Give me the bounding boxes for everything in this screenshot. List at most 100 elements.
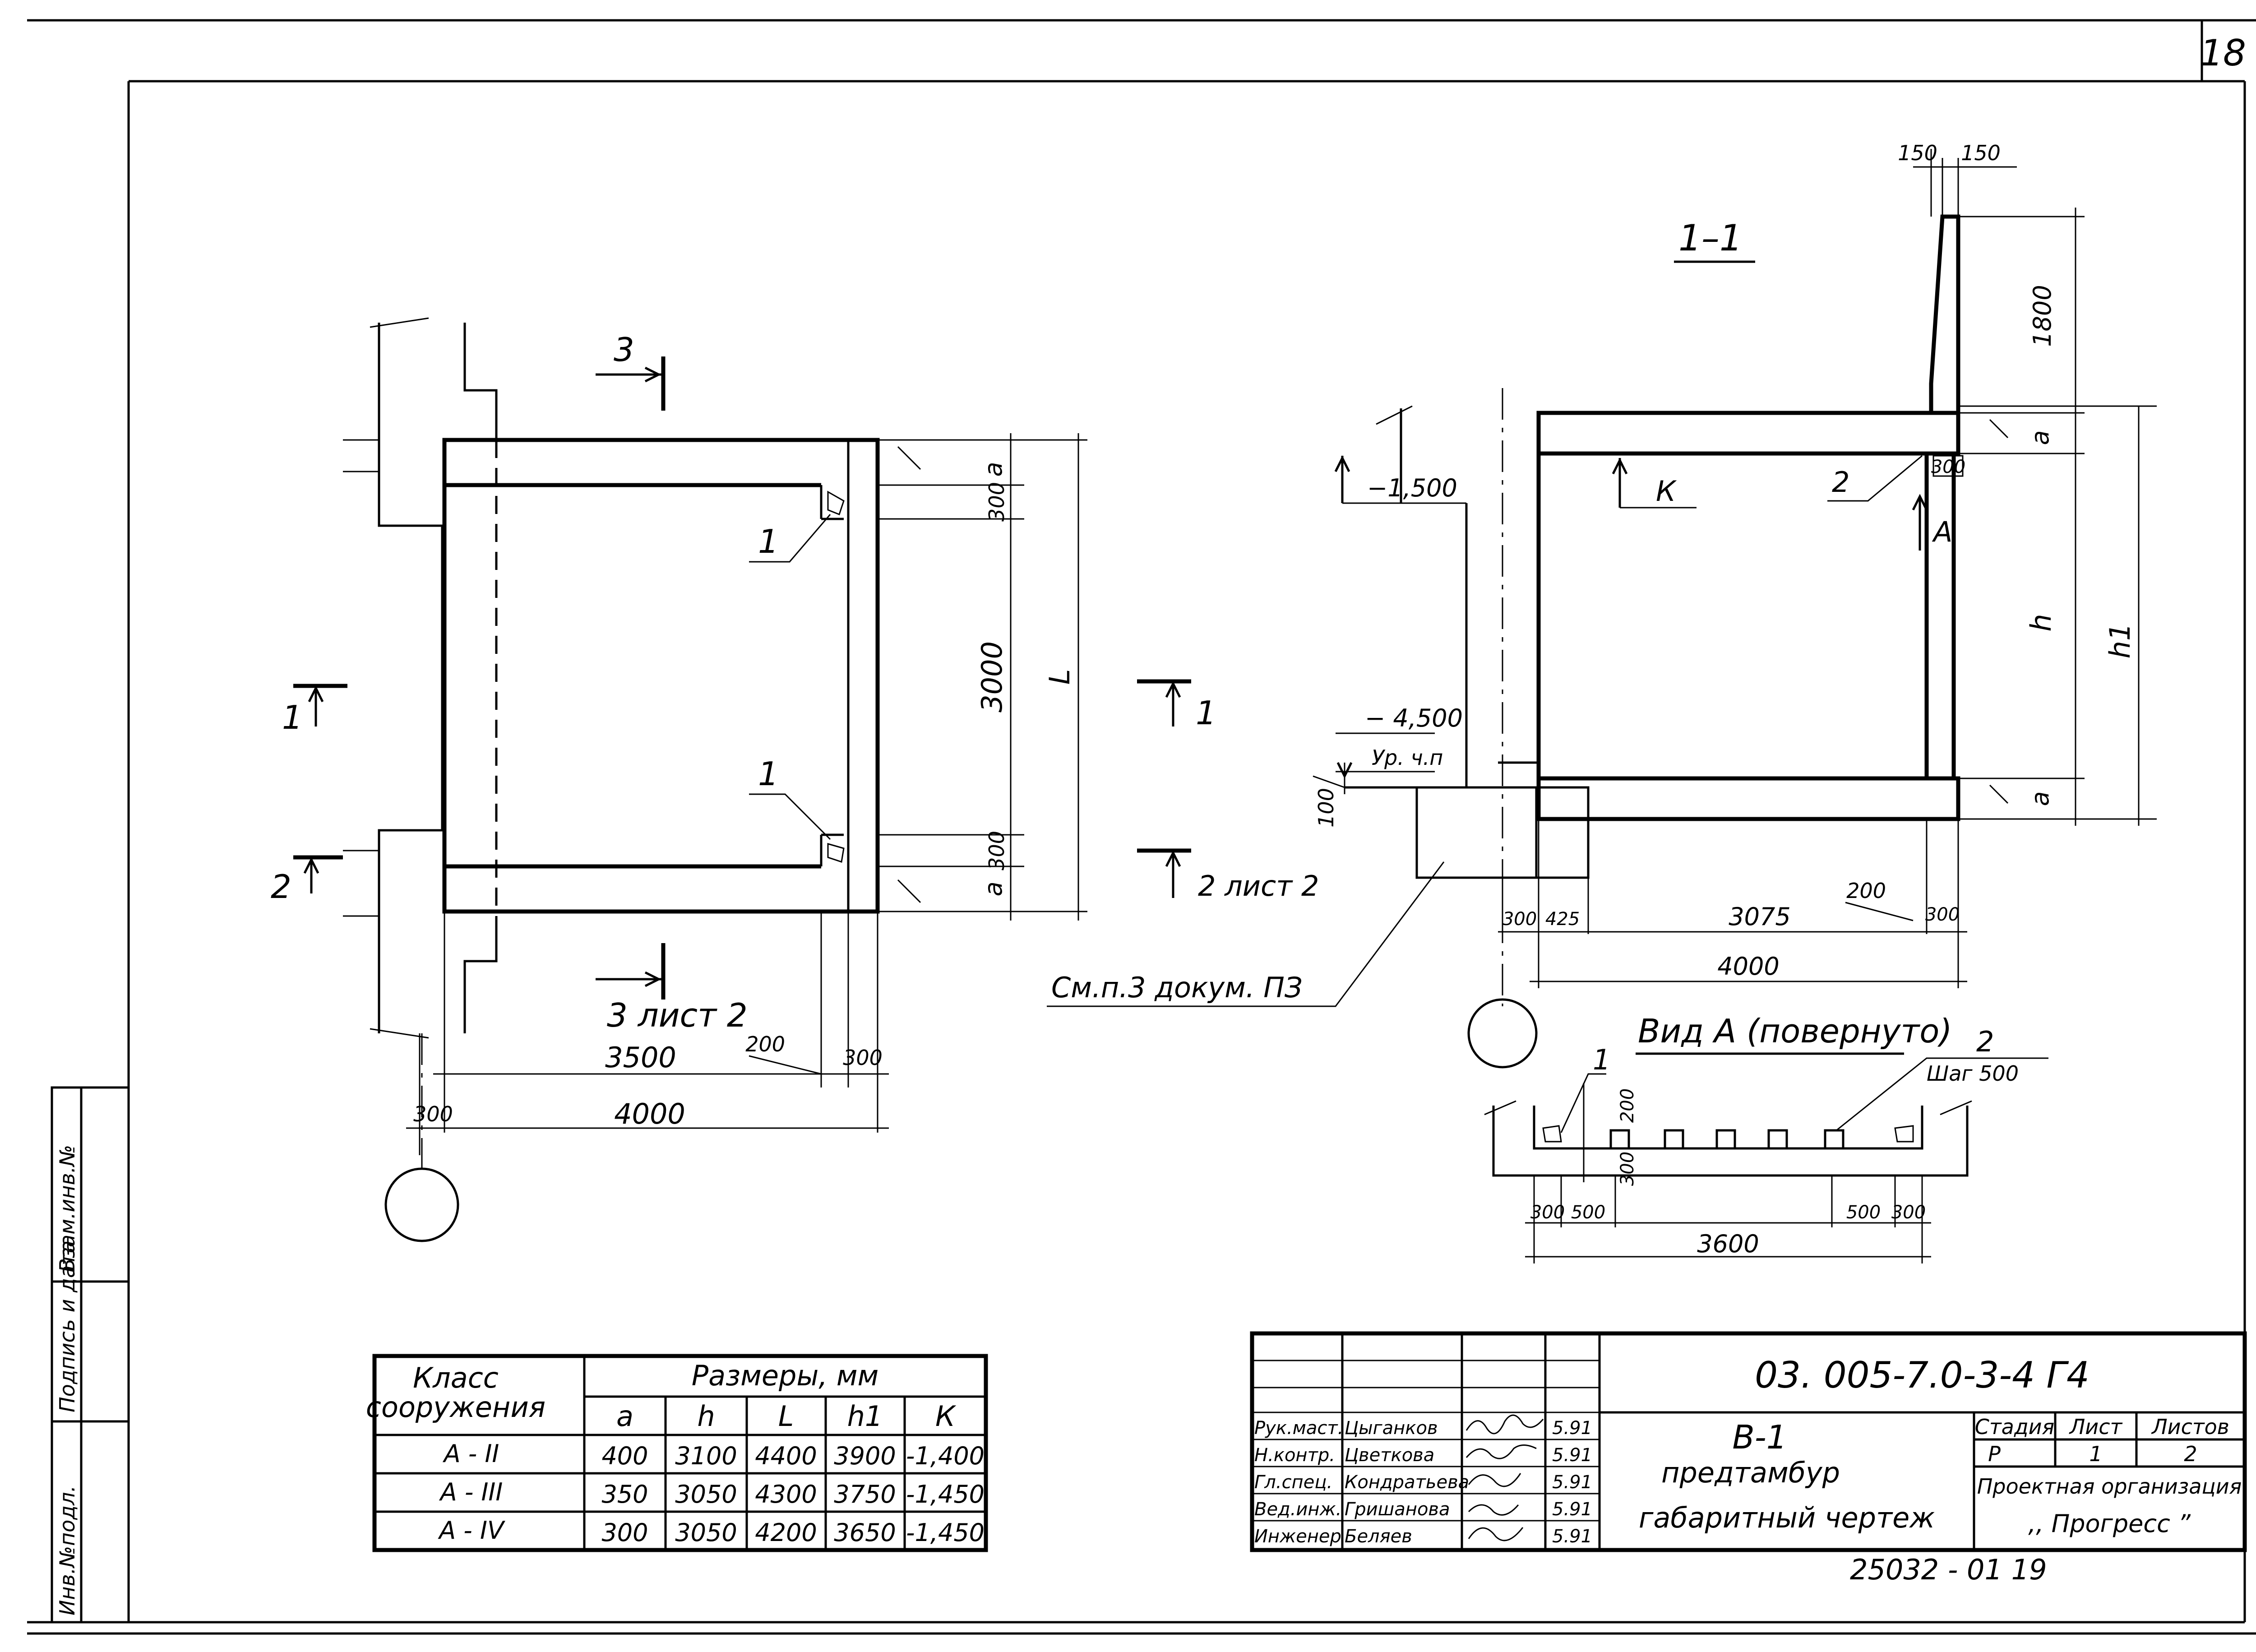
section-dim-300-right: 300 — [1925, 904, 1960, 925]
view-A-marker: A — [1932, 515, 1952, 548]
marker-K: К — [1656, 475, 1677, 508]
section-dim-4000: 4000 — [1717, 952, 1779, 981]
section-axis-bubble — [1467, 998, 1538, 1069]
signer-date: 5.91 — [1552, 1418, 1592, 1439]
item-name-line2: габаритный чертеж — [1639, 1501, 1935, 1534]
view-a-dim-3600: 3600 — [1697, 1230, 1759, 1258]
section-callout-2: 2 — [1832, 466, 1849, 499]
section-dim-a-bottom: a — [2026, 791, 2054, 806]
view-a-title: Вид А (повернуто) — [1638, 1012, 1952, 1050]
view-a-dim-300-vert: 300 — [1617, 1152, 1638, 1186]
section-dim-200: 200 — [1846, 879, 1886, 903]
stage-value: Р — [1988, 1442, 2001, 1466]
level-floor-note: Ур. ч.п — [1372, 745, 1443, 770]
view-a-mark-left — [1542, 1125, 1562, 1143]
anchor-box-2 — [1664, 1129, 1684, 1150]
anchor-box-4 — [1767, 1129, 1788, 1150]
margin-stamp: Инв.№подл. Подпись и дата Взам.инв.№ — [51, 1086, 130, 1624]
table-header-h: h — [697, 1400, 715, 1433]
section-dim-300: 300 — [1502, 909, 1537, 930]
signer-name: Беляев — [1345, 1526, 1412, 1547]
section-view: 1–1 150 150 1800 a — [1047, 141, 2157, 1069]
plan-dim-300-top: 300 — [985, 482, 1009, 522]
section-3-top-label: 3 — [614, 331, 634, 369]
signer-date: 5.91 — [1552, 1526, 1592, 1547]
table-row-class: А - IV — [438, 1516, 506, 1545]
plan-dim-300-right: 300 — [843, 1046, 883, 1070]
section-dim-3075: 3075 — [1729, 902, 1790, 931]
table-header-K: К — [935, 1400, 957, 1433]
signature-scribble — [1468, 1527, 1524, 1541]
dim-150-left: 150 — [1898, 141, 1937, 165]
table-cell: -1,400 — [906, 1442, 985, 1470]
callout-1-bottom-label: 1 — [758, 755, 779, 793]
signature-scribble — [1468, 1473, 1521, 1487]
signer-name: Цыганков — [1345, 1418, 1438, 1439]
table-cell: 3100 — [675, 1442, 737, 1470]
table-cell: 300 — [601, 1518, 648, 1547]
stamp-signature-date: Подпись и дата — [55, 1240, 79, 1412]
table-col-sizes: Размеры, мм — [692, 1359, 879, 1392]
view-a: Вид А (повернуто) 1 2 Шаг 500 200 300 30… — [1484, 1012, 2048, 1263]
plan-dim-a-bottom: a — [979, 881, 1008, 896]
grid-axis-bubble — [384, 1167, 459, 1242]
table-cell: 3050 — [675, 1480, 737, 1509]
section-1-left-label: 1 — [282, 699, 303, 736]
plan-dim-200: 200 — [745, 1032, 785, 1056]
table-cell: 4200 — [755, 1518, 817, 1547]
sheets-header: Листов — [2151, 1415, 2229, 1439]
signer-role: Гл.спец. — [1254, 1472, 1332, 1493]
stamp-inv-no: Инв.№подл. — [55, 1485, 79, 1615]
plan-dim-3000: 3000 — [975, 641, 1008, 713]
table-row-class: А - II — [443, 1439, 499, 1468]
section-dim-300-top: 300 — [1931, 457, 1965, 477]
signer-name: Гришанова — [1345, 1499, 1450, 1520]
section-dim-a-top: a — [2026, 430, 2054, 445]
view-a-dim-300-left: 300 — [1530, 1202, 1565, 1223]
view-a-dim-500-right: 500 — [1846, 1202, 1881, 1223]
signature-scribble — [1465, 1444, 1537, 1459]
table-cell: 4300 — [755, 1480, 817, 1509]
view-a-dim-300-right: 300 — [1891, 1202, 1926, 1223]
signer-name: Кондратьева — [1345, 1472, 1469, 1493]
callout-1-top-label: 1 — [758, 523, 779, 560]
table-row-class: А - III — [439, 1478, 503, 1506]
table-cell: -1,450 — [906, 1480, 985, 1509]
anchor-box-1 — [1609, 1129, 1630, 1150]
element-1-top-mark — [827, 491, 845, 515]
section-2-label: 2 — [271, 868, 291, 906]
view-a-callout-2: 2 — [1976, 1025, 1994, 1058]
plan-dim-a-top: a — [979, 462, 1008, 477]
title-block: Рук.маст. Цыганков 5.91 Н.контр. Цветков… — [1250, 1331, 2247, 1586]
level-floor: − 4,500 — [1365, 704, 1463, 732]
item-code: В-1 — [1732, 1418, 1787, 1456]
signature-scribble — [1465, 1414, 1544, 1435]
table-cell: -1,450 — [906, 1518, 985, 1547]
table-header-L: L — [778, 1400, 794, 1433]
doc-code: 03. 005-7.0-3-4 Г4 — [1755, 1354, 2090, 1396]
element-1-bottom-mark — [827, 843, 845, 863]
archive-number: 25032 - 01 19 — [1850, 1553, 2047, 1586]
signer-date: 5.91 — [1552, 1445, 1592, 1466]
table-cell: 3050 — [675, 1518, 737, 1547]
dim-h1: h1 — [2103, 623, 2136, 659]
section-3-bottom-label: 3 лист 2 — [607, 996, 748, 1034]
sheet-corner-number: 18 — [2200, 32, 2246, 74]
section-1-right-label: 1 — [1196, 694, 1216, 732]
signer-role: Рук.маст. — [1254, 1418, 1343, 1439]
sizes-table: Класс сооружения Размеры, мм a h L h1 К … — [366, 1354, 988, 1552]
sheet-value: 1 — [2089, 1442, 2102, 1466]
plan-dim-L: L — [1043, 669, 1076, 685]
dim-100: 100 — [1314, 788, 1338, 828]
stage-header: Стадия — [1975, 1415, 2054, 1439]
table-cell: 3650 — [834, 1518, 896, 1547]
item-name-line1: предтамбур — [1661, 1456, 1840, 1489]
sheet-header: Лист — [2069, 1415, 2123, 1439]
plan-view: 3 3 лист 2 1 1 2 2 лист 2 1 1 — [271, 317, 1319, 1242]
stamp-replace-inv: Взам.инв.№ — [55, 1145, 79, 1273]
section-title: 1–1 — [1678, 217, 1743, 259]
plan-dim-3500: 3500 — [605, 1041, 676, 1074]
section-dim-425: 425 — [1545, 909, 1580, 930]
signer-date: 5.91 — [1552, 1499, 1592, 1520]
plan-dim-300-bottom: 300 — [985, 831, 1009, 870]
